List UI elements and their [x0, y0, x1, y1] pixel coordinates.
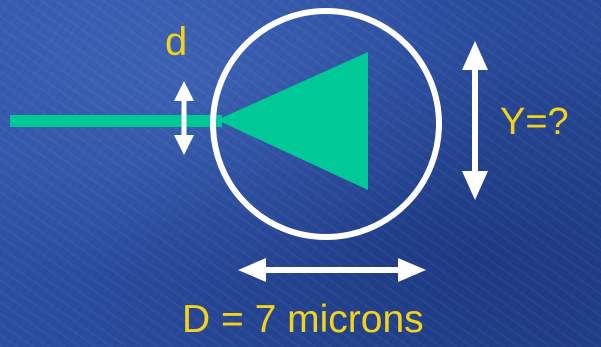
y-label: Y=?: [500, 101, 569, 143]
d-arrow: [174, 81, 194, 155]
small-d-label: d: [165, 20, 188, 64]
y-arrow: [462, 41, 488, 200]
input-stem: [10, 115, 222, 127]
diameter-label: D = 7 microns: [182, 298, 424, 341]
pupil-circle: [210, 8, 442, 240]
taper-triangle: [217, 52, 368, 190]
D-arrow: [238, 258, 426, 282]
